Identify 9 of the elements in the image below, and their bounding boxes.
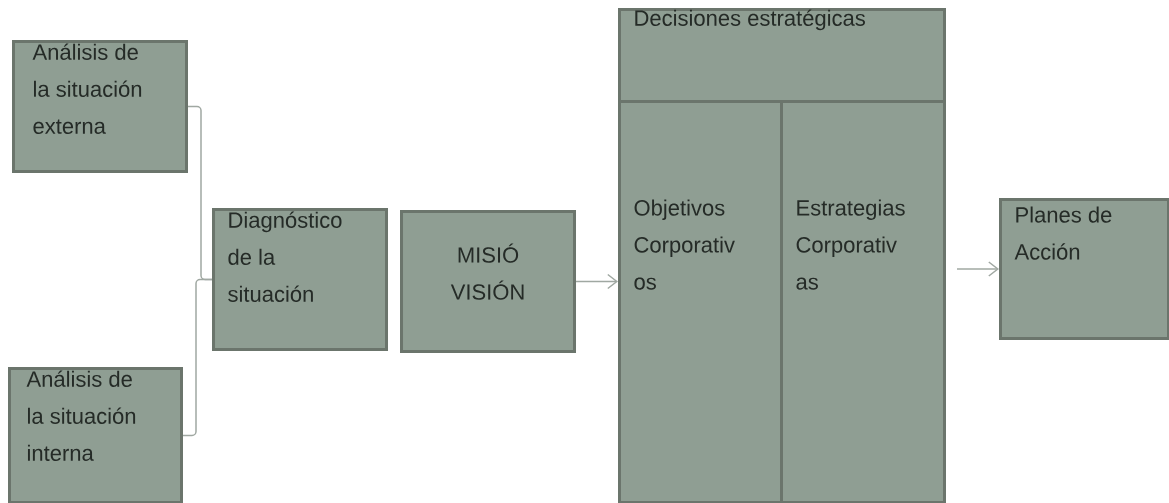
process-box: Análisis de la situación externa (12, 40, 188, 173)
arrow (956, 261, 999, 277)
column-box: Estrategias Corporativ as (780, 100, 946, 503)
process-box: MISIÓ VISIÓN (400, 210, 576, 353)
process-box: Análisis de la situación interna (8, 367, 183, 503)
process-box: Planes de Acción (999, 198, 1169, 340)
arrow (575, 273, 618, 290)
process-box: Diagnóstico de la situación (212, 208, 388, 351)
column-box: Objetivos Corporativ os (618, 100, 783, 503)
